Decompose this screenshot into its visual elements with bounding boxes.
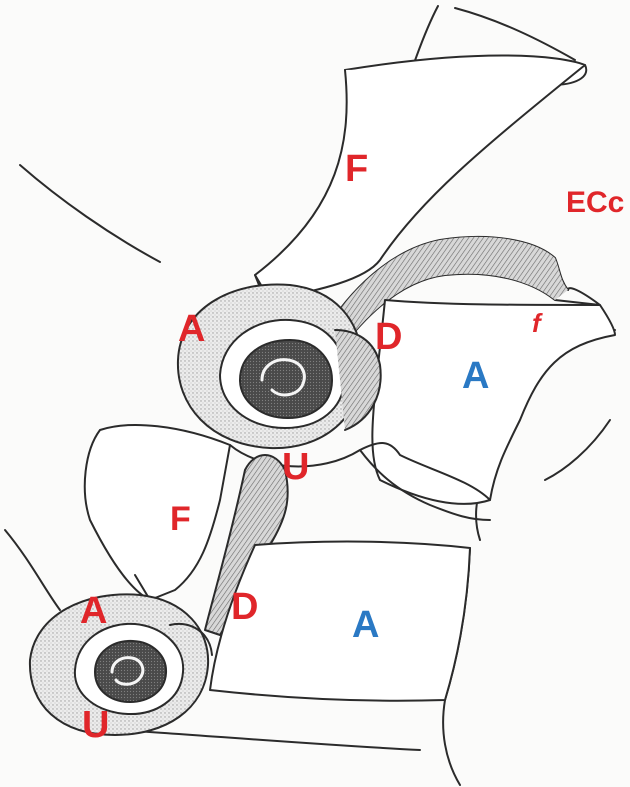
- lower-joint-core: [95, 641, 166, 702]
- label-lower-a-left: A: [80, 592, 107, 630]
- outline-top-right: [455, 8, 575, 60]
- outline-right-lower: [545, 420, 610, 480]
- lower-f-block: [85, 425, 230, 600]
- outline-top-left: [20, 165, 160, 262]
- label-ecc: ECc: [566, 188, 624, 218]
- upper-joint-core: [240, 340, 332, 418]
- label-upper-f-small: f: [532, 310, 541, 336]
- label-lower-f: F: [170, 502, 191, 536]
- label-upper-a-left: A: [178, 310, 205, 348]
- label-lower-d: D: [231, 588, 258, 626]
- label-lower-a-right: A: [352, 606, 379, 644]
- label-upper-d: D: [375, 318, 402, 356]
- label-upper-a-right: A: [462, 357, 489, 395]
- outline-bottom: [120, 730, 420, 750]
- label-upper-f: F: [345, 150, 368, 188]
- upper-a-block: [372, 300, 615, 504]
- label-lower-u: U: [82, 706, 109, 744]
- outline-left-edge: [5, 530, 60, 610]
- label-upper-u: U: [282, 448, 309, 486]
